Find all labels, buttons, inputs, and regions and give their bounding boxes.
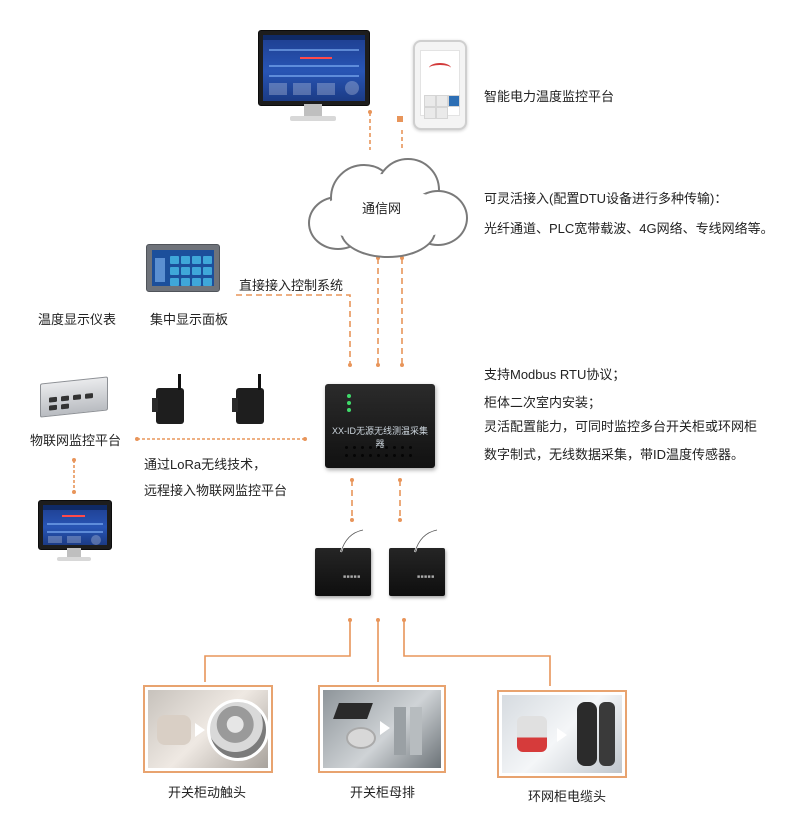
access-line-2: 光纤通道、PLC宽带载波、4G网络、专线网络等。 [484,221,774,236]
iot-monitor [38,500,112,566]
iot-gateway [40,376,108,418]
photo-ring-main-cable [497,690,627,778]
photo-switchgear-busbar [318,685,446,773]
lora-line-1: 通过LoRa无线技术， [144,457,267,472]
lora-device-2 [232,374,264,424]
support-line-2: 柜体二次室内安装； [484,395,602,410]
iot-platform-label: 物联网监控平台 [30,433,122,448]
support-line-3: 灵活配置能力，可同时监控多台开关柜或环网柜 [484,419,758,434]
temperature-collector-device: XX-ID无源无线测温采集器 [325,384,435,468]
central-display-panel [146,244,220,292]
lora-device-1 [152,374,184,424]
caption-busbar: 开关柜母排 [350,785,416,800]
photo-switchgear-contact [143,685,273,773]
caption-cable: 环网柜电缆头 [528,789,607,804]
lora-line-2: 远程接入物联网监控平台 [144,483,288,498]
caption-contact: 开关柜动触头 [168,785,247,800]
cloud-label: 通信网 [362,201,402,216]
support-line-4: 数字制式，无线数据采集，带ID温度传感器。 [484,447,745,462]
direct-access-label: 直接接入控制系统 [239,278,344,293]
cloud-network: 通信网 [300,150,470,260]
platform-label: 智能电力温度监控平台 [484,89,615,104]
receiver-2: ■■■■■ [389,529,445,596]
platform-phone [413,40,467,130]
temp-meter-label: 温度显示仪表 [38,312,117,327]
device-label: XX-ID无源无线测温采集器 [331,426,428,449]
receiver-1: ■■■■■ [315,529,371,596]
support-line-1: 支持Modbus RTU协议； [484,367,626,382]
platform-monitor [258,30,370,124]
central-panel-label: 集中显示面板 [150,312,229,327]
access-line-1: 可灵活接入(配置DTU设备进行多种传输)： [484,191,728,206]
